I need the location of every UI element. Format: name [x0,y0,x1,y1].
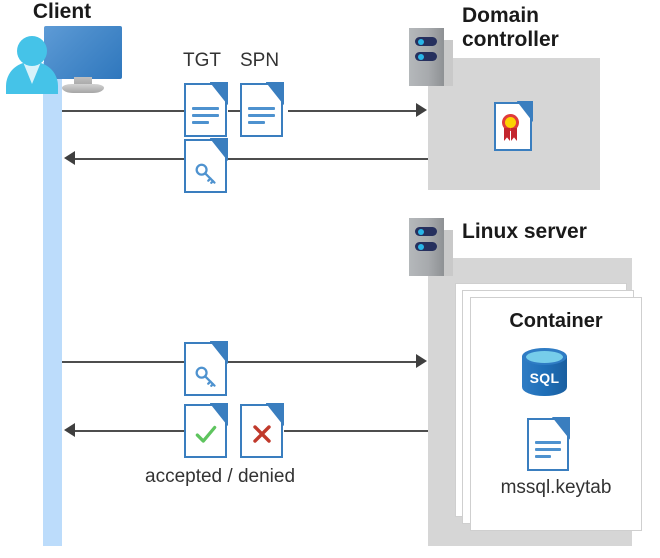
accepted-denied-label: accepted / denied [145,466,296,487]
rack-led-top [415,37,437,46]
message-3-arrowhead [416,354,427,368]
message-2-arrowhead [64,151,75,165]
server-rack-icon [409,28,453,86]
monitor-base [62,84,104,93]
ticket-document-icon [240,82,284,137]
message-1-line-right [288,110,416,112]
message-4-line-right [284,430,428,432]
key-glyph [195,163,216,184]
check-glyph [184,404,227,458]
message-1-arrowhead [416,103,427,117]
document-text-lines [534,441,562,462]
domain-controller-title-line1: Domain [462,4,540,27]
ticket-document-icon [184,82,228,137]
certificate-icon [494,101,533,151]
client-lifeline [43,62,62,546]
document-text-lines [191,106,220,128]
sql-database-icon: SQL [522,348,567,400]
message-3-line-left [62,361,184,363]
key-glyph [195,366,216,387]
rack-shadow [444,40,453,86]
message-1-line-mid [228,110,240,112]
message-1-line-left [62,110,184,112]
spn-label: SPN [240,50,280,71]
monitor-screen [44,26,122,79]
key-document-icon [184,341,228,396]
document-text-lines [247,106,276,128]
x-glyph [240,404,283,458]
certificate-ribbon-left [504,128,510,141]
message-2-line-left [75,158,184,160]
domain-controller-title-line2: controller [462,27,559,51]
domain-controller-title: Domain controller [462,4,652,51]
keytab-file-icon [527,417,570,471]
rack-led-top [415,227,437,236]
message-3-line-right [228,361,416,363]
accepted-document-icon [184,403,228,458]
rack-led-bottom [415,52,437,61]
container-title: Container [509,310,603,332]
sql-label: SQL [529,370,560,386]
denied-document-icon [240,403,284,458]
sql-cylinder-top [526,351,563,363]
key-document-icon [184,138,228,193]
keytab-filename-label: mssql.keytab [500,477,612,498]
message-2-line-right [228,158,428,160]
tgt-label: TGT [183,50,221,71]
person-head [17,36,47,66]
container-card-front[interactable] [470,297,642,531]
rack-shadow [444,230,453,276]
certificate-seal-inner [505,117,516,128]
linux-server-title: Linux server [462,220,587,243]
client-monitor-icon [0,0,130,100]
client-label: Client [32,0,92,23]
certificate-ribbon-right [511,128,517,141]
rack-led-bottom [415,242,437,251]
message-4-arrowhead [64,423,75,437]
server-rack-icon [409,218,453,276]
message-4-line-left [75,430,184,432]
